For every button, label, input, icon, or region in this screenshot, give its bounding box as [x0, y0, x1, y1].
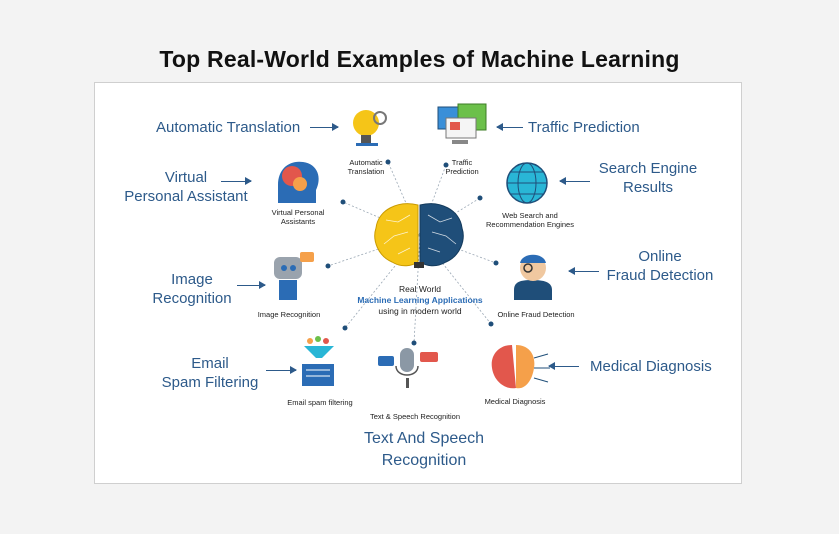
- arrow-spam-filtering: [266, 366, 297, 374]
- arrow-traffic-prediction: [496, 123, 523, 131]
- arrow-image-recognition: [237, 281, 266, 289]
- center-line-3: using in modern world: [378, 306, 462, 316]
- caption-automatic-translation: Automatic Translation: [347, 158, 385, 176]
- callout-virtual-assistant: Virtual Personal Assistant: [124, 169, 248, 205]
- caption-web-search: Web Search and Recommendation Engines: [486, 211, 574, 229]
- globe-icon: [506, 162, 548, 204]
- traffic-monitor-icon: [437, 103, 487, 144]
- callout-search-engine: Search Engine Results: [598, 160, 698, 196]
- center-line-1: Real World: [399, 284, 441, 294]
- diagram-frame: [94, 82, 742, 484]
- callout-automatic-translation: Automatic Translation: [156, 119, 301, 136]
- caption-image-recognition: Image Recognition: [257, 310, 321, 319]
- caption-traffic-prediction: Traffic Prediction: [445, 158, 479, 176]
- center-label: Real World Machine Learning Applications…: [350, 284, 490, 317]
- connector-dots: [325, 159, 499, 346]
- caption-virtual-assistant: Virtual Personal Assistants: [271, 208, 325, 226]
- callout-fraud-detection: Online Fraud Detection: [606, 248, 714, 284]
- caption-fraud-detection: Online Fraud Detection: [497, 310, 575, 319]
- callout-medical-diagnosis: Medical Diagnosis: [590, 358, 712, 375]
- arrow-virtual-assistant: [221, 177, 252, 185]
- caption-speech-recognition: Text & Speech Recognition: [369, 412, 461, 421]
- brain-icon: [374, 203, 464, 268]
- callout-traffic-prediction: Traffic Prediction: [528, 119, 640, 136]
- callout-image-recognition: Image Recognition: [152, 271, 232, 307]
- page-title: Top Real-World Examples of Machine Learn…: [159, 46, 680, 72]
- center-line-2: Machine Learning Applications: [357, 295, 483, 305]
- lightbulb-icon: [353, 110, 387, 146]
- spam-filter-icon: [302, 336, 334, 386]
- arrow-fraud-detection: [568, 267, 599, 275]
- robot-icon: [274, 252, 314, 300]
- virtual-assistant-icon: [278, 161, 319, 203]
- medical-brain-icon: [491, 345, 550, 389]
- arrow-medical-diagnosis: [548, 362, 579, 370]
- caption-spam-filtering: Email spam filtering: [287, 398, 353, 407]
- callout-speech-recognition: Text And Speech Recognition: [363, 430, 485, 469]
- microphone-icon: [378, 348, 438, 388]
- arrow-automatic-translation: [310, 123, 339, 131]
- fraud-detection-icon: [514, 254, 552, 300]
- caption-medical-diagnosis: Medical Diagnosis: [484, 397, 546, 406]
- callout-spam-filtering: Email Spam Filtering: [161, 355, 259, 391]
- arrow-search-engine: [559, 177, 590, 185]
